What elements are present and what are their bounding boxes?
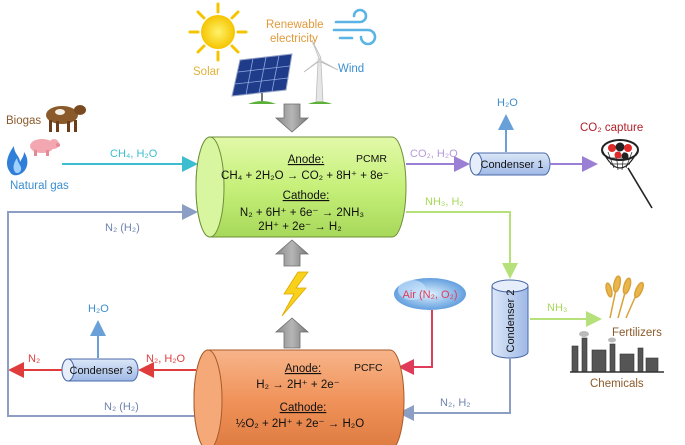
- natural-gas-label: Natural gas: [10, 180, 69, 192]
- pcmr-cathode-equation-1: N₂ + 6H⁺ + 6e⁻ → 2NH₃: [240, 207, 365, 219]
- chemicals-label: Chemicals: [590, 378, 644, 390]
- wheat-icon: [605, 275, 645, 319]
- co2-h2o-stream-label: CO₂, H₂O: [410, 148, 458, 160]
- biogas-label: Biogas: [6, 115, 41, 127]
- pcfc-fuel-cell: [193, 349, 405, 445]
- condenser-1: [469, 152, 551, 176]
- nh3-to-products-label: NH₃: [547, 302, 567, 314]
- pcmr-reactor: [195, 136, 407, 238]
- pcmr-anode-equation: CH₄ + 2H₂O → CO₂ + 8H⁺ + 8e⁻: [221, 170, 389, 182]
- cow-icon: [46, 105, 86, 132]
- nh3-h2-stream-label: NH₃, H₂: [425, 196, 464, 208]
- fertilizers-label: Fertilizers: [612, 327, 662, 339]
- pcfc-cathode-equation: ½O₂ + 2H⁺ + 2e⁻ → H₂O: [236, 418, 365, 430]
- h2o-out-c3-label: H₂O: [88, 303, 109, 315]
- pcmr-label: PCMR: [356, 153, 387, 165]
- gas-flame-icon: [7, 146, 28, 176]
- electricity-arrows: [274, 239, 310, 349]
- feed-stream-label: CH₄, H₂O: [110, 148, 158, 160]
- renewable-label-line1: Renewable: [266, 19, 324, 31]
- condenser-2-label: Condenser 2: [505, 290, 517, 353]
- n2-h2-to-pcfc-line: [398, 358, 511, 421]
- solar-label: Solar: [193, 66, 220, 78]
- pcmr-cathode-title: Cathode:: [283, 190, 330, 202]
- wind-label: Wind: [338, 63, 364, 75]
- sun-icon: [188, 2, 248, 62]
- pcfc-anode-equation: H₂ → 2H⁺ + 2e⁻: [256, 379, 339, 391]
- pcfc-cathode-title: Cathode:: [280, 402, 327, 414]
- lightning-icon: [281, 271, 309, 317]
- pig-icon: [30, 139, 60, 156]
- co2-capture-label: CO₂ capture: [580, 122, 643, 134]
- pcmr-anode-title: Anode:: [288, 154, 324, 166]
- n2-h2-recycle-bottom-label: N₂ (H₂): [104, 401, 139, 413]
- condenser-1-label: Condenser 1: [481, 159, 544, 171]
- h2o-out-c1-label: H₂O: [497, 97, 518, 109]
- n2-h2-to-pcfc-label: N₂, H₂: [440, 397, 471, 409]
- wind-icon: [332, 8, 377, 46]
- air-supply-line: [398, 310, 433, 375]
- pcfc-label: PCFC: [354, 362, 383, 374]
- wind-turbine-icon: [303, 39, 339, 104]
- chemical-plant-icon: [570, 331, 664, 373]
- condenser-2: [491, 279, 529, 359]
- n2-out-label: N₂: [28, 353, 40, 365]
- co2-capture-net-icon: [601, 139, 653, 209]
- air-label: Air (N₂, O₂): [403, 289, 458, 301]
- condenser-3: [61, 358, 139, 382]
- nh3-h2-stream-line: [406, 211, 518, 279]
- renewable-label-line2: electricity: [270, 33, 318, 45]
- air-cloud-icon: [394, 278, 466, 310]
- n2-h2-recycle-top-label: N₂ (H₂): [105, 222, 140, 234]
- pcmr-cathode-equation-2: 2H⁺ + 2e⁻ → H₂: [258, 221, 341, 233]
- n2-h2o-stream-label: N₂, H₂O: [146, 353, 186, 365]
- solar-panel-icon: [231, 53, 293, 104]
- pcfc-anode-title: Anode:: [285, 363, 321, 375]
- energy-input-arrow: [274, 103, 310, 133]
- condenser-3-label: Condenser 3: [70, 365, 133, 377]
- n2-h2-recycle-line: [7, 204, 198, 417]
